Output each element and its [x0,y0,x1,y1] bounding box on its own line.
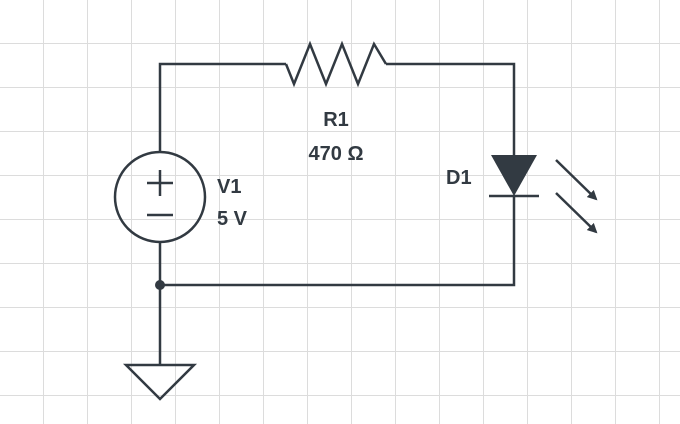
wire-right-lower [160,196,516,287]
wire-top-right [386,62,516,155]
resistor-designator: R1 [323,109,349,131]
ground-symbol-icon[interactable] [122,363,198,401]
wire-top-left [158,62,286,152]
led-arrow-icon [555,159,598,201]
resistor-symbol-icon[interactable] [284,40,388,88]
source-designator: V1 [217,176,241,198]
voltage-source-symbol-icon[interactable] [113,150,207,244]
led-designator: D1 [446,167,472,189]
source-value: 5 V [217,208,248,230]
led-arrow-icon [555,192,598,234]
led-symbol-icon[interactable] [489,155,539,198]
resistor-value: 470 Ω [309,143,364,165]
junction-dot-icon [155,280,165,290]
